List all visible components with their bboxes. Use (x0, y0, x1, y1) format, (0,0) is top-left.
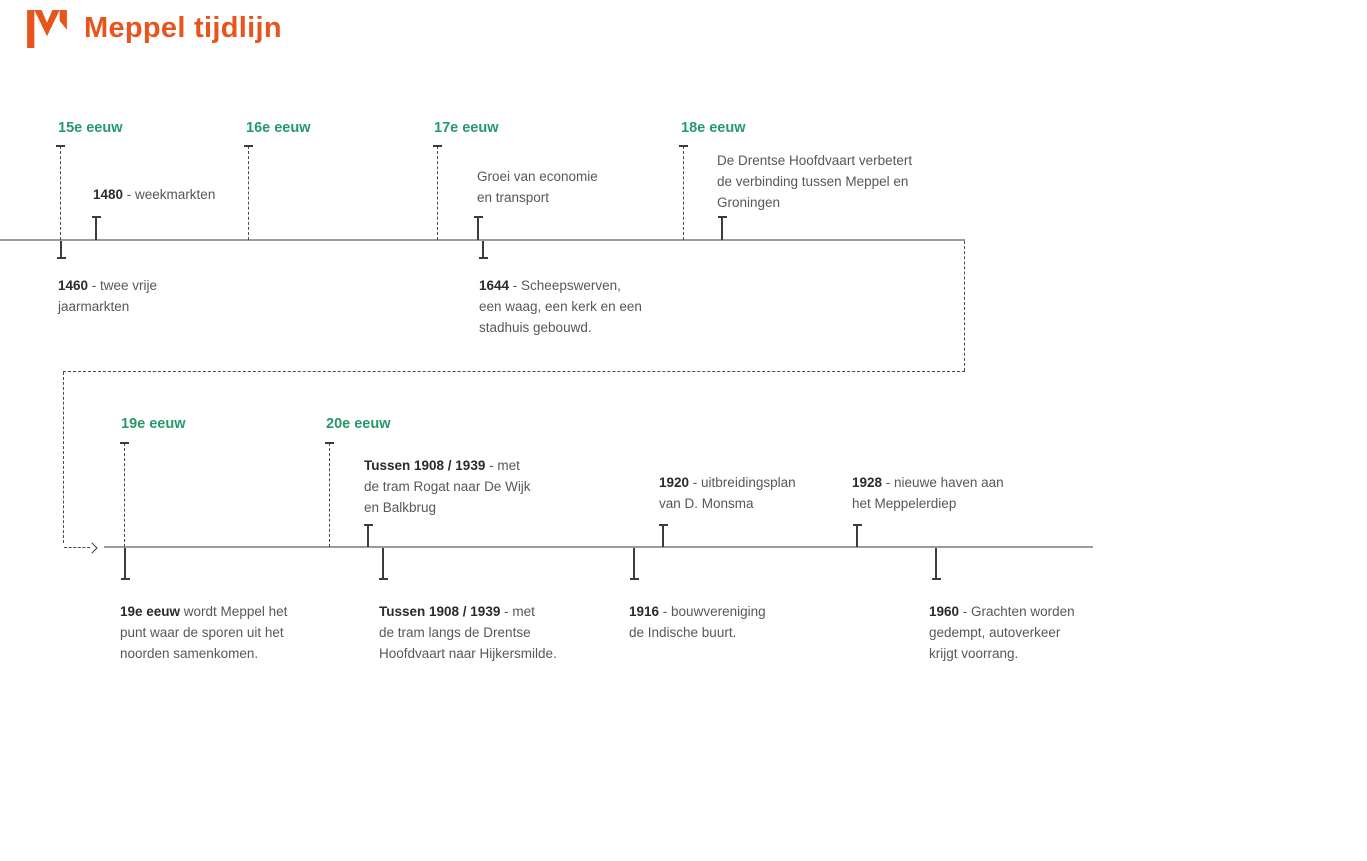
event-desc: Groei van economie en transport (477, 169, 598, 205)
event-text-19e-eeuw-sporen: 19e eeuw wordt Meppel het punt waar de s… (120, 601, 287, 664)
event-tick-1928 (852, 524, 862, 547)
event-year: 1644 (479, 278, 510, 293)
event-text-1480: 1480 - weekmarkten (93, 184, 215, 205)
century-label-20e-eeuw: 20e eeuw (326, 416, 391, 432)
event-desc: - twee vrije jaarmarkten (58, 278, 158, 314)
century-label-17e-eeuw: 17e eeuw (434, 120, 499, 136)
century-dash-15e-eeuw (56, 145, 65, 240)
event-tick-1644 (478, 241, 488, 259)
connector-dash-left (63, 372, 64, 543)
event-desc: - met de tram Rogat naar De Wijk en Balk… (364, 458, 531, 515)
event-tick-19e-eeuw-sporen (120, 548, 130, 580)
event-tick-1920 (658, 524, 668, 547)
century-label-18e-eeuw: 18e eeuw (681, 120, 746, 136)
event-year: 1480 (93, 187, 124, 202)
event-text-groei: Groei van economie en transport (477, 166, 598, 208)
century-dash-20e-eeuw (325, 442, 334, 547)
event-year: Tussen 1908 / 1939 (364, 458, 486, 473)
event-text-1916: 1916 - bouwvereniging de Indische buurt. (629, 601, 766, 643)
event-year: 1916 (629, 604, 660, 619)
century-dash-17e-eeuw (433, 145, 442, 240)
event-year: 1960 (929, 604, 960, 619)
event-text-drentse-hoofdvaart: De Drentse Hoofdvaart verbetert de verbi… (717, 150, 912, 213)
event-year: 1928 (852, 475, 883, 490)
event-text-1920: 1920 - uitbreidingsplan van D. Monsma (659, 472, 796, 514)
event-tick-tussen-1908-1939-hoofdvaart (378, 548, 388, 580)
event-desc: De Drentse Hoofdvaart verbetert de verbi… (717, 153, 913, 210)
event-tick-groei (473, 216, 483, 240)
event-tick-1916 (629, 548, 639, 580)
event-tick-1460 (56, 241, 66, 259)
event-tick-1960 (931, 548, 941, 580)
event-desc: - uitbreidingsplan van D. Monsma (659, 475, 796, 511)
event-text-tussen-1908-1939-rogat: Tussen 1908 / 1939 - met de tram Rogat n… (364, 455, 531, 518)
century-label-19e-eeuw: 19e eeuw (121, 416, 186, 432)
event-desc: wordt Meppel het punt waar de sporen uit… (120, 604, 288, 661)
event-desc: - Grachten worden gedempt, autoverkeer k… (929, 604, 1075, 661)
century-dash-16e-eeuw (244, 145, 253, 240)
event-year: 1920 (659, 475, 690, 490)
event-text-tussen-1908-1939-hoofdvaart: Tussen 1908 / 1939 - met de tram langs d… (379, 601, 557, 664)
century-label-16e-eeuw: 16e eeuw (246, 120, 311, 136)
event-year: 19e eeuw (120, 604, 181, 619)
event-text-1644: 1644 - Scheepswerven, een waag, een kerk… (479, 275, 642, 338)
century-dash-18e-eeuw (679, 145, 688, 240)
event-year: Tussen 1908 / 1939 (379, 604, 501, 619)
event-desc: - bouwvereniging de Indische buurt. (629, 604, 766, 640)
event-desc: - nieuwe haven aan het Meppelerdiep (852, 475, 1004, 511)
event-desc: - weekmarkten (123, 187, 216, 202)
century-label-15e-eeuw: 15e eeuw (58, 120, 123, 136)
connector-dash-right (964, 241, 965, 371)
event-tick-drentse-hoofdvaart (717, 216, 727, 240)
event-tick-tussen-1908-1939-rogat (363, 524, 373, 547)
event-text-1460: 1460 - twee vrije jaarmarkten (58, 275, 157, 317)
meppel-logo-icon (27, 10, 67, 48)
connector-arrow-shaft (64, 547, 90, 548)
event-desc: - met de tram langs de Drentse Hoofdvaar… (379, 604, 557, 661)
event-year: 1460 (58, 278, 89, 293)
event-desc: - Scheepswerven, een waag, een kerk en e… (479, 278, 642, 335)
event-tick-1480 (91, 216, 101, 240)
page-title: Meppel tijdlijn (84, 12, 282, 44)
connector-dash-horizontal (63, 371, 965, 372)
event-text-1960: 1960 - Grachten worden gedempt, autoverk… (929, 601, 1075, 664)
timeline-top-axis (0, 239, 965, 241)
timeline-bottom-axis (104, 546, 1093, 548)
event-text-1928: 1928 - nieuwe haven aan het Meppelerdiep (852, 472, 1004, 514)
century-dash-19e-eeuw (120, 442, 129, 547)
connector-arrow-icon (86, 542, 98, 554)
